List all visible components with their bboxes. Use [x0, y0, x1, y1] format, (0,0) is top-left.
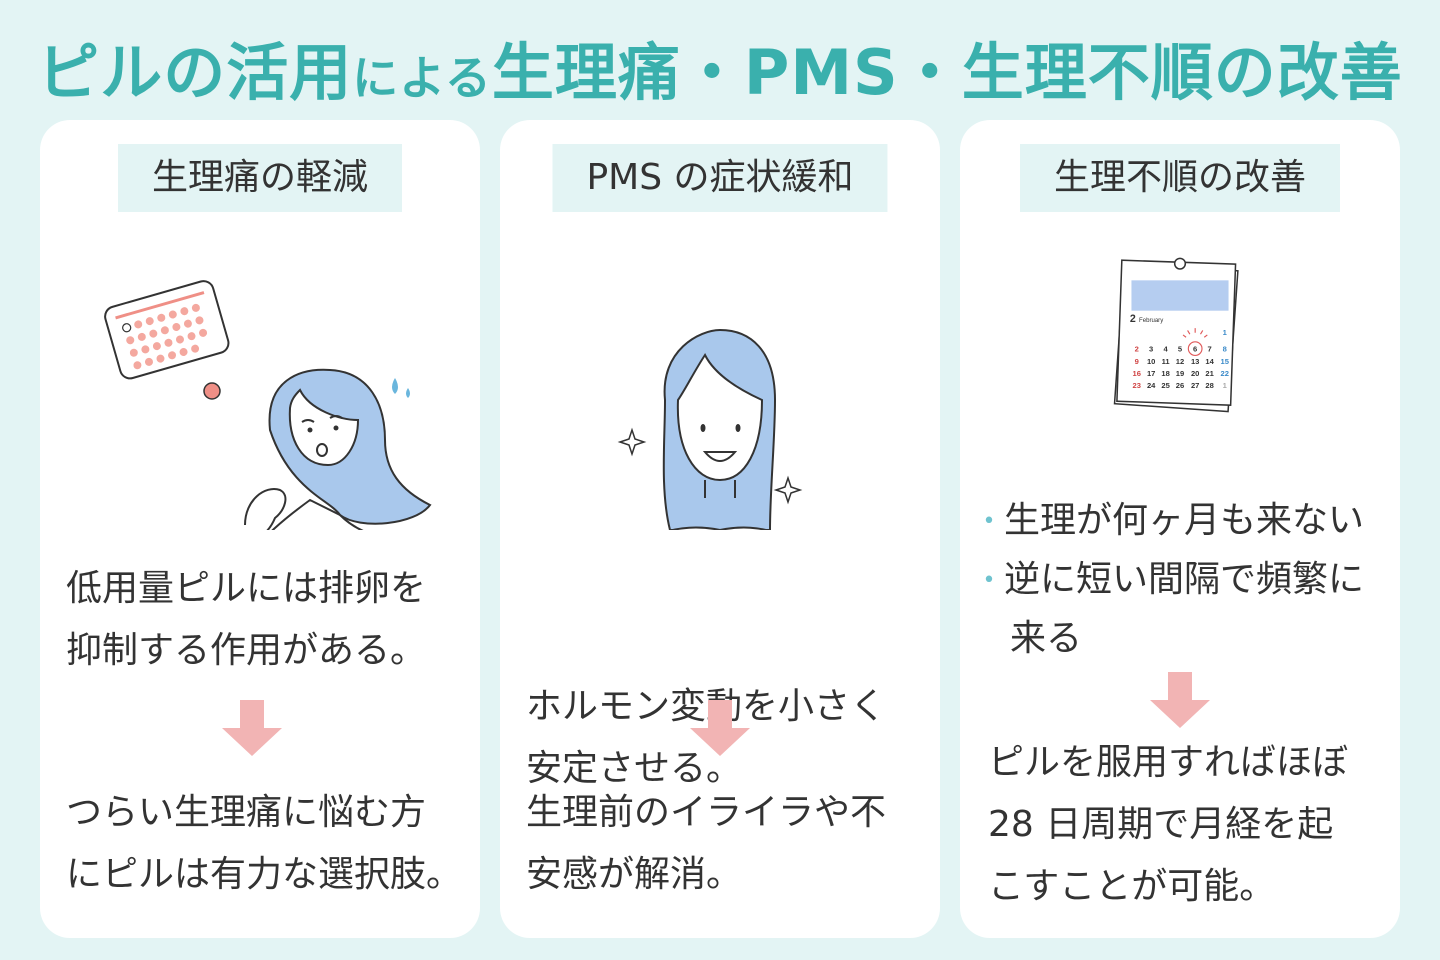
calendar-day: 9	[1135, 357, 1139, 366]
bullet-dot: •	[982, 568, 996, 593]
calendar-day: 1	[1223, 328, 1227, 337]
calendar-day: 27	[1191, 381, 1199, 390]
page-title: ピルの活用による生理痛・PMS・生理不順の改善	[37, 36, 1403, 109]
list-item: •逆に短い間隔で頻繁に	[974, 551, 1365, 610]
calendar-day: 1	[1223, 381, 1227, 390]
calendar-day: 22	[1221, 369, 1229, 378]
card-description: 低用量ピルには排卵を 抑制する作用がある。	[66, 568, 427, 671]
calendar-day: 16	[1133, 369, 1141, 378]
list-item-continued: 来る	[1010, 618, 1083, 659]
calendar-day: 26	[1176, 381, 1184, 390]
sparkle-icon	[617, 427, 647, 457]
calendar-day: 17	[1147, 369, 1155, 378]
calendar-day: 7	[1207, 345, 1211, 354]
card-description: ホルモン変動を小さく 安定させる。	[526, 686, 887, 789]
calendar-day: 20	[1191, 369, 1199, 378]
sparkle-icon	[773, 475, 803, 505]
sweat-icon	[392, 378, 410, 398]
pill-icon	[203, 382, 221, 400]
calendar-day: 15	[1221, 357, 1229, 366]
calendar-day: 6	[1193, 345, 1197, 354]
calendar-day: 10	[1147, 357, 1155, 366]
card-heading: 生理痛の軽減	[117, 144, 403, 212]
symptom-list: •生理が何ヶ月も来ない •逆に短い間隔で頻繁に 来る	[974, 492, 1365, 668]
calendar-day: 13	[1191, 357, 1199, 366]
calendar-day: 25	[1161, 381, 1169, 390]
svg-text:February: February	[1139, 318, 1164, 324]
card-period-pain: 生理痛の軽減 低用量ピルには	[40, 120, 480, 938]
card-heading: PMS の症状緩和	[552, 144, 888, 212]
calendar-day: 12	[1176, 357, 1184, 366]
down-arrow-icon	[690, 700, 750, 756]
calendar-day: 11	[1162, 357, 1170, 366]
calendar-day: 18	[1161, 369, 1169, 378]
highlight-ring	[1187, 341, 1203, 357]
card-heading: 生理不順の改善	[1019, 144, 1341, 212]
svg-text:2: 2	[1130, 313, 1136, 325]
card-pms-relief: PMS の症状緩和 ホルモン変動を小さく 安定させる。 生理前のイライラや不 安…	[500, 120, 940, 938]
calendar-day: 19	[1176, 369, 1184, 378]
smiling-woman-illustration	[617, 328, 803, 530]
down-arrow-icon	[1150, 672, 1210, 728]
calendar-day: 14	[1205, 357, 1214, 366]
card-result: つらい生理痛に悩む方 にピルは有力な選択肢。	[66, 792, 463, 895]
calendar-day: 28	[1205, 381, 1213, 390]
calendar-day: 3	[1149, 345, 1153, 354]
calendar-day: 24	[1147, 381, 1156, 390]
pill-sheet-icon	[104, 280, 230, 380]
calendar-day: 21	[1205, 369, 1213, 378]
calendar-day: 5	[1178, 345, 1182, 354]
woman-taking-pill-illustration	[104, 280, 432, 530]
card-result: 生理前のイライラや不 安感が解消。	[526, 792, 887, 895]
down-arrow-icon	[222, 700, 282, 756]
card-result: ピルを服用すればほぼ 28 日周期で月経を起 こすことが可能。	[988, 742, 1349, 907]
calendar-day: 8	[1223, 345, 1227, 354]
calendar-day: 4	[1163, 345, 1168, 354]
calendar-day: 23	[1133, 381, 1141, 390]
list-item: •生理が何ヶ月も来ない	[974, 492, 1365, 551]
calendar-day: 2	[1135, 345, 1139, 354]
bullet-dot: •	[982, 509, 996, 534]
